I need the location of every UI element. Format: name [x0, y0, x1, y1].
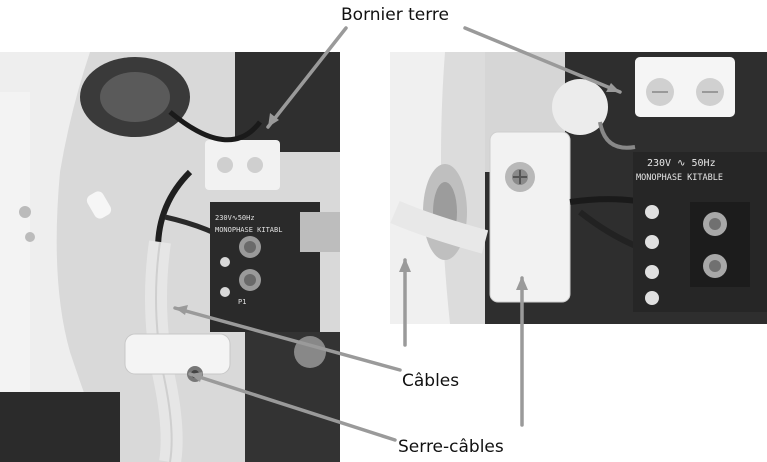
right-model-text: MONOPHASE KITABLE [636, 173, 723, 183]
photo-left: 230V∿50Hz MONOPHASE KITABL P1 [0, 52, 340, 462]
right-voltage-text: 230V ∿ 50Hz [647, 158, 716, 169]
callout-cables: Câbles [402, 371, 460, 391]
callout-serre-cables: Serre-câbles [398, 437, 504, 457]
photo-right: 230V ∿ 50Hz MONOPHASE KITABLE [390, 52, 767, 324]
left-model-text: MONOPHASE KITABL [215, 226, 282, 234]
left-voltage-text: 230V∿50Hz [215, 214, 255, 222]
left-marker-text: P1 [238, 298, 246, 306]
left-photo-illustration: 230V∿50Hz MONOPHASE KITABL P1 [0, 52, 340, 462]
callout-bornier-terre: Bornier terre [341, 5, 449, 25]
right-photo-illustration: 230V ∿ 50Hz MONOPHASE KITABLE [390, 52, 767, 324]
